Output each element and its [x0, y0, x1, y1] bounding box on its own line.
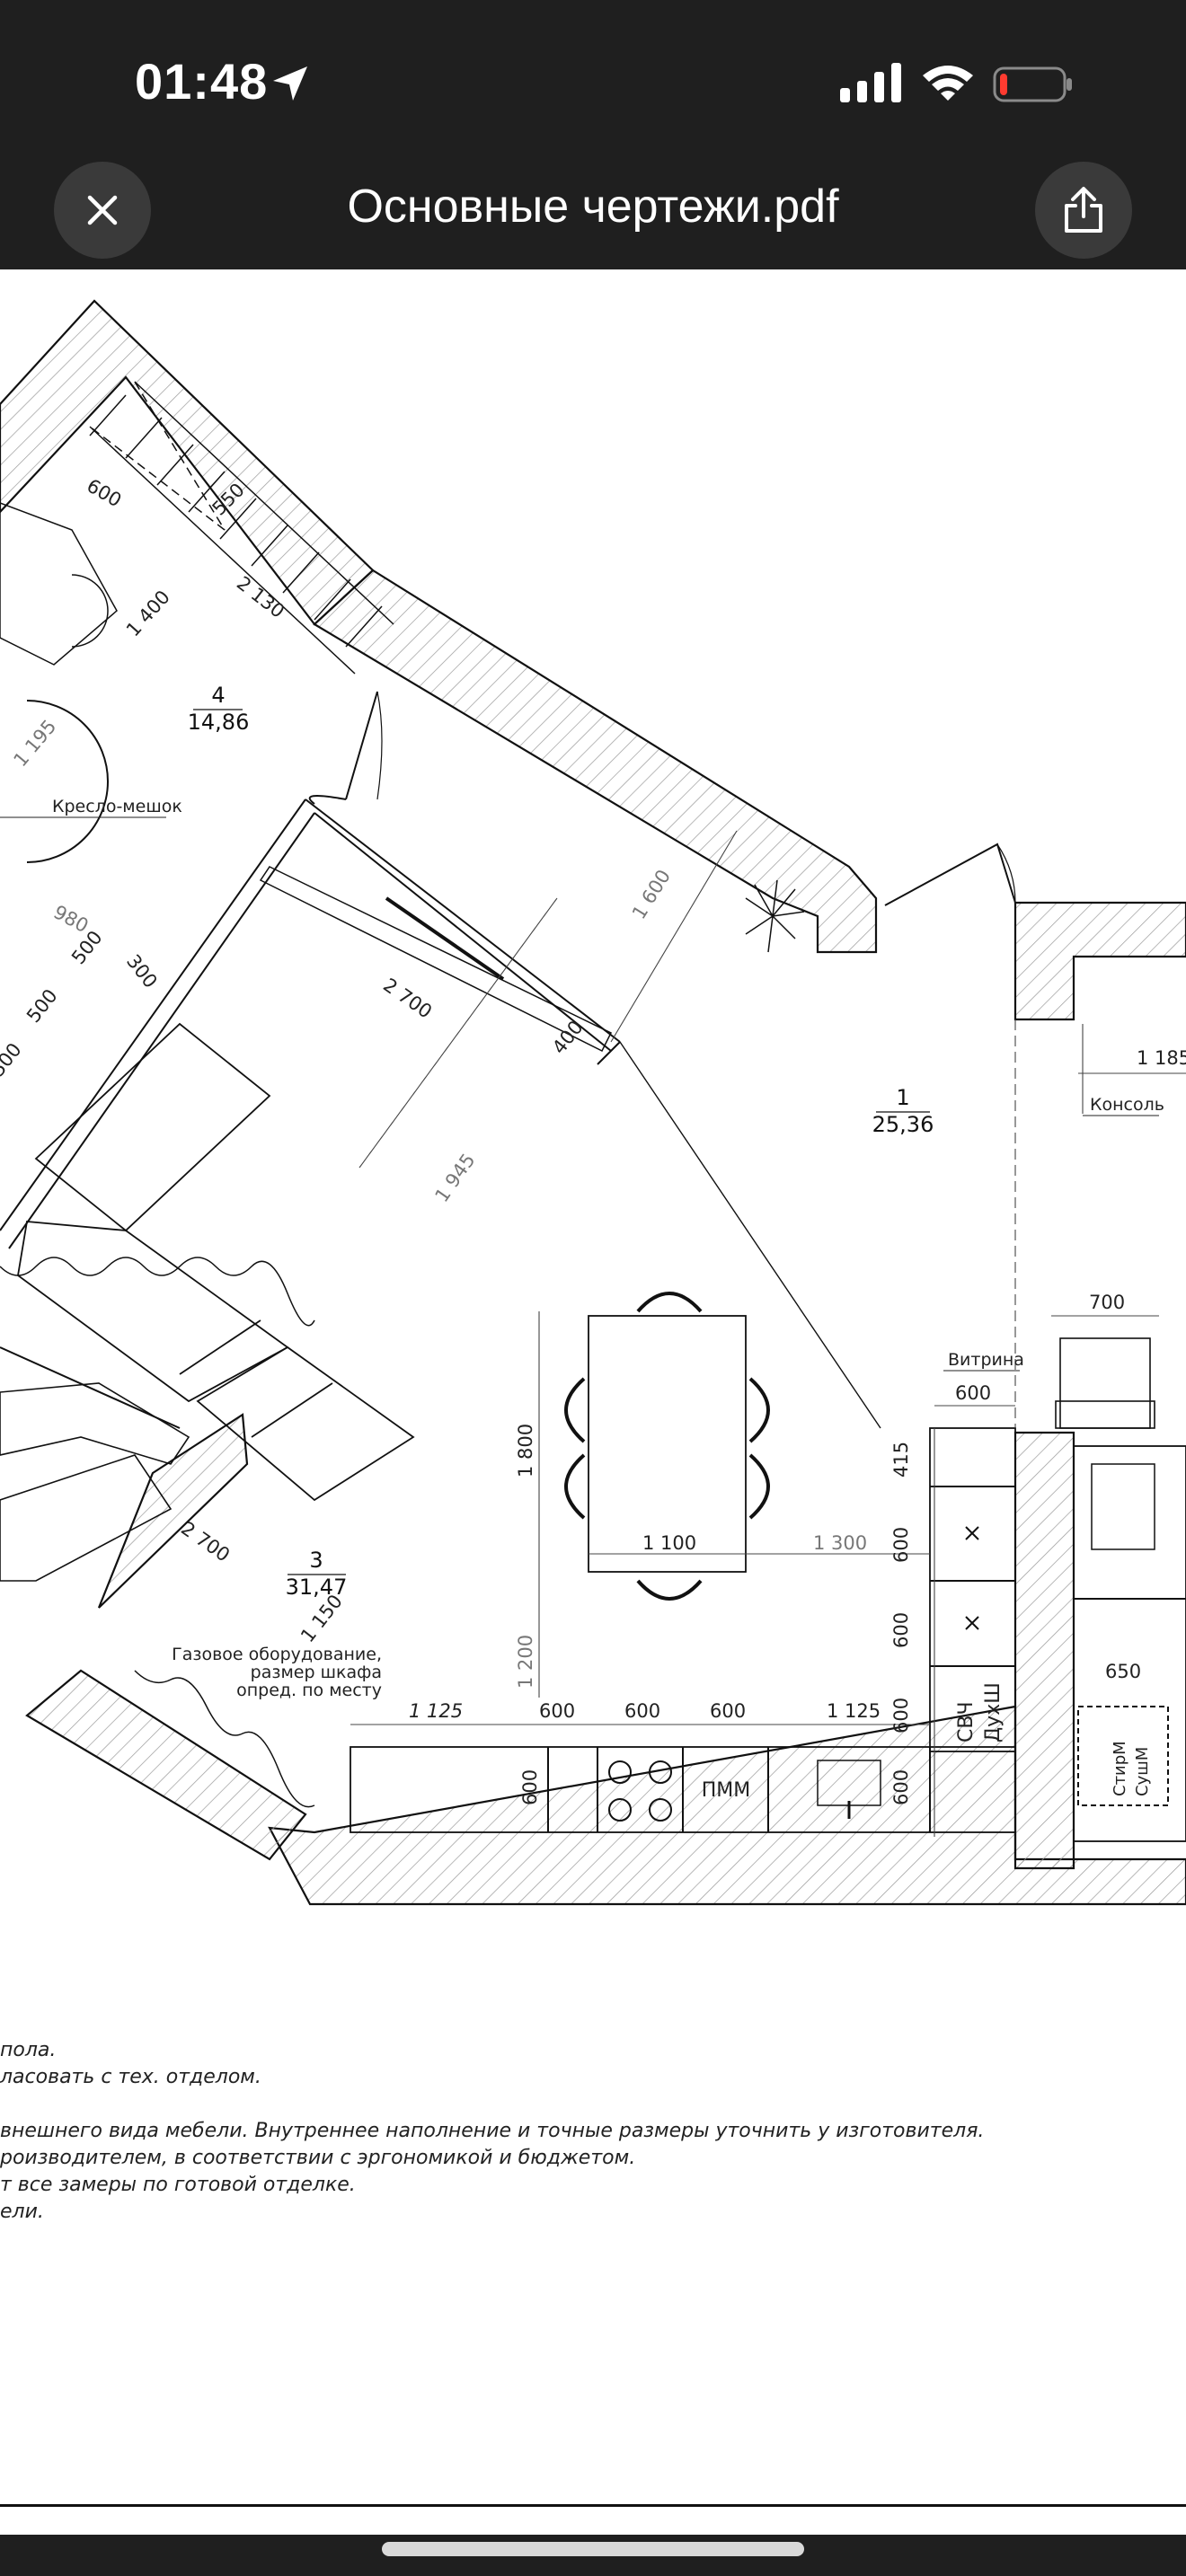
- dim-500b: 500: [22, 985, 62, 1027]
- annotation-labels: Кресло-мешок Консоль Витрина Газовое обо…: [0, 797, 1164, 1802]
- wifi-icon: [923, 66, 973, 101]
- dim-600-top: 600: [84, 475, 126, 512]
- close-button[interactable]: [54, 162, 151, 259]
- dim-500a: 500: [67, 927, 107, 968]
- dim-2700a: 2 700: [379, 974, 436, 1022]
- label-dryer: СушМ: [1133, 1747, 1152, 1796]
- label-gas-line1: Газовое оборудование,: [172, 1645, 382, 1664]
- dim-1800: 1 800: [515, 1424, 536, 1478]
- dim-1400: 1 400: [122, 587, 174, 641]
- location-arrow-icon: [273, 66, 307, 101]
- dim-1125b: 1 125: [827, 1700, 881, 1722]
- dim-600-vitrina: 600: [955, 1382, 991, 1404]
- dim-600-h2: 600: [624, 1700, 660, 1722]
- note-line: роизводителем, в соответствии с эргономи…: [0, 2147, 636, 2169]
- note-line: внешнего вида мебели. Внутреннее наполне…: [0, 2120, 985, 2142]
- dim-700: 700: [1089, 1292, 1125, 1313]
- document-title: Основные чертежи.pdf: [347, 181, 839, 233]
- label-oven: ДухШ: [982, 1682, 1005, 1742]
- dimension-lines: [350, 830, 1186, 1837]
- label-gas-line2: размер шкафа: [251, 1663, 382, 1682]
- walls: [0, 299, 1186, 1906]
- status-bar: 01:48: [0, 0, 1186, 171]
- dim-1185: 1 185: [1137, 1047, 1186, 1069]
- dim-1195: 1 195: [9, 716, 60, 771]
- room-4-number: 4: [211, 683, 225, 708]
- share-button[interactable]: [1035, 162, 1132, 259]
- dim-600-h3: 600: [710, 1700, 746, 1722]
- room-3-area: 31,47: [286, 1575, 348, 1600]
- top-bar: 01:48 Основные чертежи.pdf: [0, 0, 1186, 269]
- room-4-area: 14,86: [188, 710, 250, 735]
- home-indicator[interactable]: [382, 2542, 804, 2556]
- note-line: ели.: [0, 2201, 44, 2223]
- note-line: т все замеры по готовой отделке.: [0, 2174, 356, 2196]
- dim-2700b: 2 700: [177, 1517, 234, 1566]
- label-washer: СтирМ: [1111, 1741, 1129, 1796]
- dim-300: 300: [122, 950, 162, 992]
- dim-600-h1: 600: [539, 1700, 575, 1722]
- room-1-area: 25,36: [872, 1112, 934, 1137]
- dim-1200: 1 200: [515, 1635, 536, 1689]
- room-3-number: 3: [309, 1548, 323, 1573]
- dim-600-depth-right: 600: [890, 1769, 912, 1805]
- dim-1945: 1 945: [430, 1150, 479, 1206]
- dim-500c: 500: [0, 1039, 26, 1081]
- status-time: 01:48: [135, 53, 269, 110]
- label-armchair: Кресло-мешок: [52, 797, 182, 816]
- dim-600-v1: 600: [890, 1527, 912, 1563]
- partitions: [0, 381, 1186, 1842]
- dim-600-depth-left: 600: [519, 1769, 541, 1805]
- note-line: ласовать с тех. отделом.: [0, 2066, 261, 2088]
- floor-plan-drawing[interactable]: 4 14,86 1 25,36 3 31,47 Кресло-мешок Кон…: [0, 269, 1186, 2012]
- dim-1300: 1 300: [813, 1532, 867, 1554]
- note-line: пола.: [0, 2039, 57, 2061]
- dim-1100: 1 100: [642, 1532, 696, 1554]
- dim-400: 400: [548, 1017, 588, 1058]
- room-labels: 4 14,86 1 25,36 3 31,47: [188, 683, 934, 1600]
- close-icon: [87, 195, 118, 225]
- cellular-signal-icon: [840, 63, 901, 102]
- battery-low-icon: [993, 66, 1072, 102]
- room-1-number: 1: [896, 1085, 909, 1110]
- label-gas-line3: опред. по месту: [236, 1681, 382, 1700]
- dim-1600: 1 600: [628, 866, 675, 923]
- dim-650: 650: [1105, 1661, 1141, 1682]
- dim-1125a: 1 125: [409, 1700, 463, 1722]
- dim-415: 415: [890, 1442, 912, 1478]
- dim-600-v2: 600: [890, 1612, 912, 1648]
- label-showcase: Витрина: [948, 1350, 1024, 1370]
- share-icon: [1065, 187, 1102, 233]
- label-console: Консоль: [1090, 1095, 1164, 1115]
- dim-600-v3: 600: [890, 1698, 912, 1734]
- dimension-labels: 600 550 1 400 2 130 1 195 980 500 300 50…: [0, 475, 1186, 1805]
- label-microwave: СВЧ: [955, 1701, 978, 1742]
- page-border: [0, 2504, 1186, 2507]
- label-dishwasher: ПММ: [702, 1779, 751, 1802]
